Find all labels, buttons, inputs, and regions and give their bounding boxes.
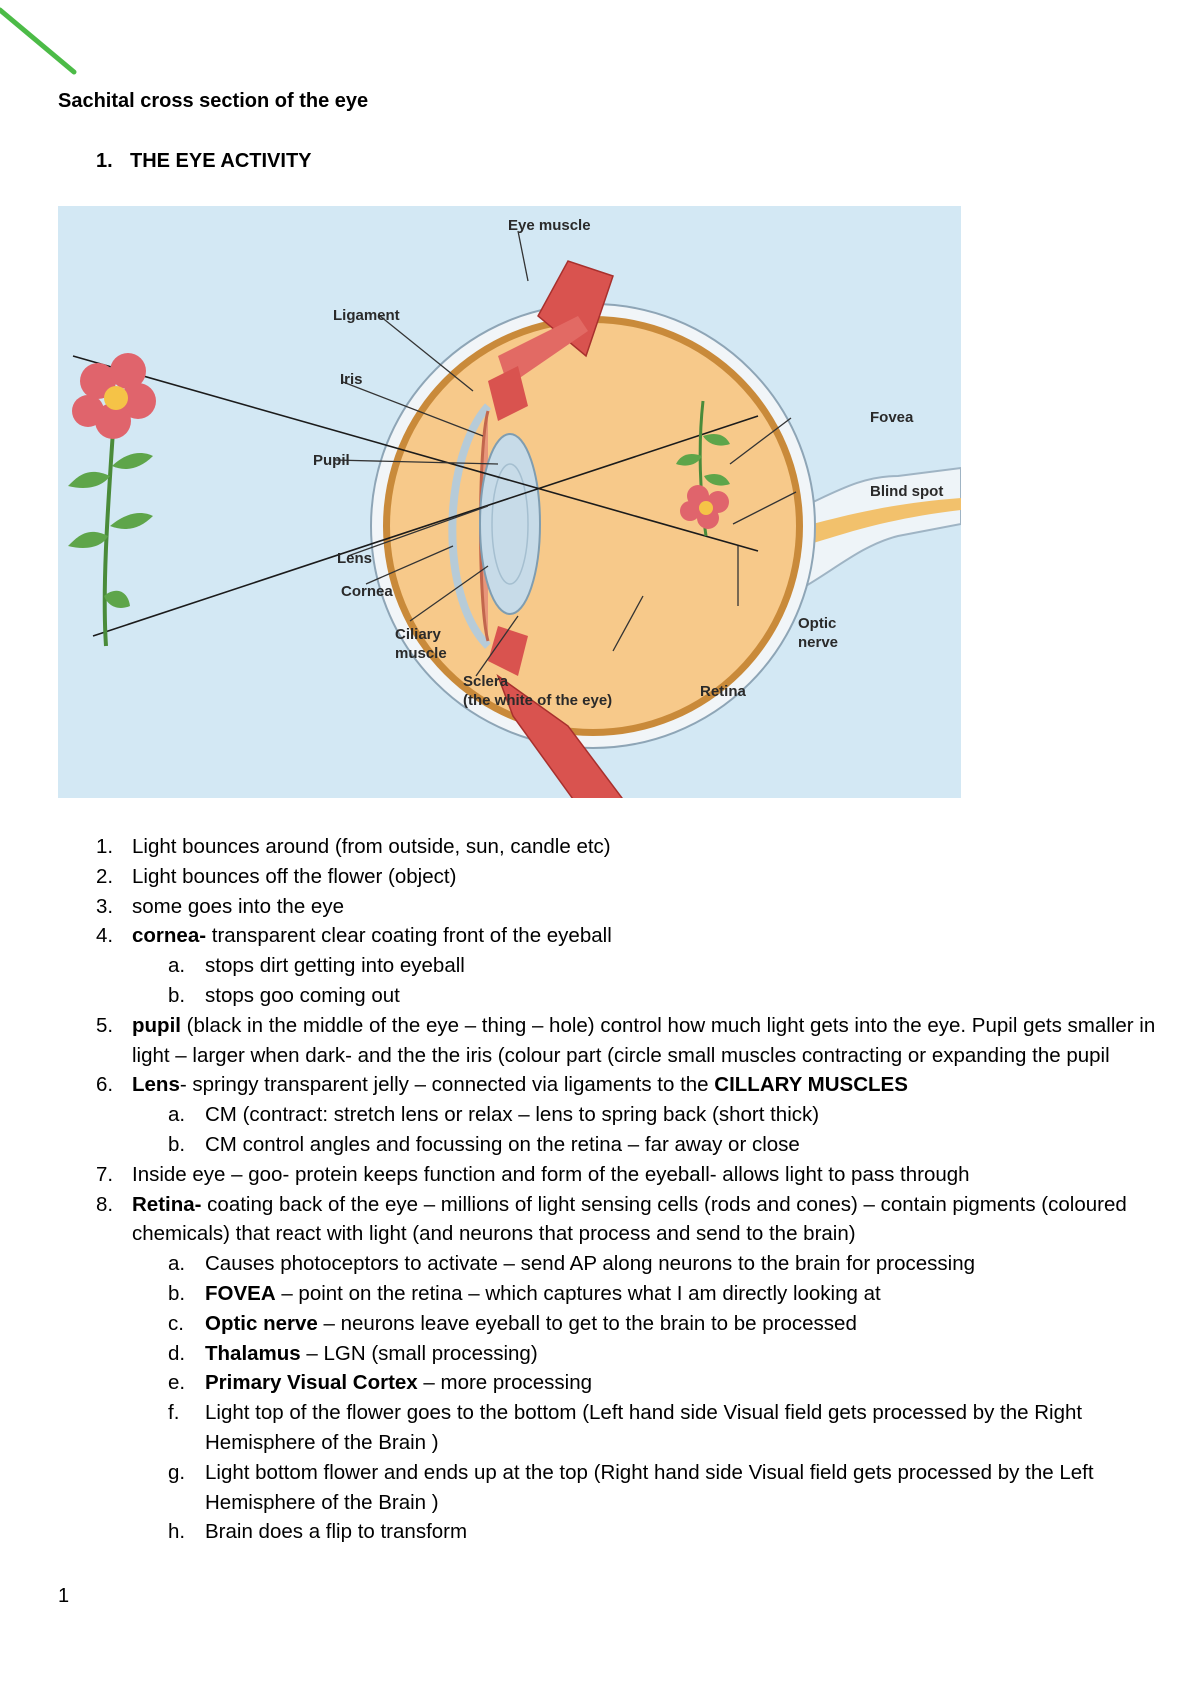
list-item: 3.some goes into the eye: [96, 894, 344, 918]
section-heading: 1. THE EYE ACTIVITY: [96, 150, 312, 173]
list-item: 4.cornea- transparent clear coating fron…: [96, 924, 612, 948]
sub-list-item: d.Thalamus – LGN (small processing): [168, 1341, 538, 1365]
section-number: 1.: [96, 150, 113, 172]
sub-list-item: a.Causes photoceptors to activate – send…: [168, 1252, 976, 1276]
label-ciliary: Ciliary: [395, 626, 442, 643]
list-item: 6.Lens- springy transparent jelly – conn…: [96, 1073, 908, 1097]
label-fovea: Fovea: [870, 409, 914, 426]
lower-ciliary-muscle: [488, 626, 528, 676]
list-item: 1.Light bounces around (from outside, su…: [96, 835, 611, 858]
section-title: THE EYE ACTIVITY: [130, 150, 312, 172]
sub-list-item: e.Primary Visual Cortex – more processin…: [168, 1371, 593, 1395]
label-iris: Iris: [340, 371, 363, 388]
label-optic: Optic: [798, 615, 836, 632]
sub-list-item: f.Light top of the flower goes to the bo…: [168, 1401, 1083, 1454]
label-blind-spot: Blind spot: [870, 483, 943, 500]
document-title: Sachital cross section of the eye: [58, 90, 369, 112]
label-sclera: Sclera: [463, 673, 509, 690]
label-nerve: nerve: [798, 634, 838, 651]
green-corner-mark: [0, 7, 77, 75]
sub-list-item: c.Optic nerve – neurons leave eyeball to…: [168, 1311, 857, 1335]
leader-lines: [333, 230, 797, 677]
eye-diagram: Eye muscle Ligament Iris Pupil Lens Corn…: [58, 206, 961, 798]
sub-list-item: b.CM control angles and focussing on the…: [168, 1132, 800, 1156]
label-lens: Lens: [337, 550, 372, 567]
label-sclera-note: (the white of the eye): [463, 692, 612, 709]
lower-eye-muscle: [496, 673, 623, 798]
notes-list: 1.Light bounces around (from outside, su…: [96, 832, 1166, 1547]
list-item: 7.Inside eye – goo- protein keeps functi…: [96, 1162, 970, 1186]
upper-ciliary-muscle: [488, 366, 528, 421]
sub-list-item: g.Light bottom flower and ends up at the…: [168, 1460, 1094, 1514]
upper-muscle-attachment: [498, 316, 588, 386]
flower-object: [68, 353, 156, 647]
sub-list-item: b.FOVEA – point on the retina – which ca…: [168, 1281, 881, 1305]
light-ray-top: [72, 355, 759, 552]
sub-list-item: b.stops goo coming out: [168, 983, 400, 1007]
label-retina: Retina: [700, 683, 747, 700]
light-ray-bottom: [92, 415, 759, 637]
cornea-shape: [448, 403, 492, 649]
sub-list-item: h.Brain does a flip to transform: [168, 1520, 468, 1544]
sub-list-item: a.CM (contract: stretch lens or relax – …: [168, 1103, 820, 1127]
label-pupil: Pupil: [313, 452, 350, 469]
eye-cross-section-figure: Eye muscle Ligament Iris Pupil Lens Corn…: [58, 206, 961, 798]
sub-list-item: a.stops dirt getting into eyeball: [168, 954, 465, 978]
retina-image-flower: [676, 400, 730, 537]
label-eye-muscle: Eye muscle: [508, 217, 591, 234]
eyeball-interior: [390, 323, 796, 729]
label-ligament: Ligament: [333, 307, 400, 324]
list-item: 5.pupil (black in the middle of the eye …: [96, 1013, 1156, 1067]
label-cornea: Cornea: [341, 583, 393, 600]
list-item: 8.Retina- coating back of the eye – mill…: [96, 1192, 1127, 1246]
page-number: 1: [58, 1585, 70, 1607]
list-item: 2.Light bounces off the flower (object): [96, 864, 457, 888]
lens: [479, 433, 541, 615]
label-muscle: muscle: [395, 645, 447, 662]
